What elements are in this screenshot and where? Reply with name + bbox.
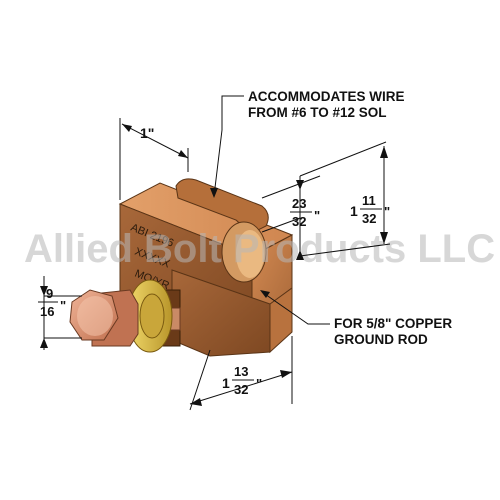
dim-bolt-numerator: 9 — [46, 286, 53, 301]
ground-rod-hole-inner — [236, 230, 264, 278]
dim-length-numerator: 13 — [234, 364, 248, 379]
dim-length-unit: " — [256, 376, 262, 391]
dim-height-denominator: 32 — [362, 211, 376, 226]
clamp-lower-right-face — [269, 287, 293, 354]
dim-groove-numerator: 23 — [292, 196, 306, 211]
dimension-lines — [40, 95, 391, 411]
rod-callout-line-2: GROUND ROD — [334, 332, 428, 347]
dim-groove-unit: " — [314, 208, 320, 223]
bolt-head-chamfer — [77, 296, 113, 336]
dim-height-numerator: 11 — [362, 193, 376, 208]
dim-groove-denominator: 32 — [292, 214, 306, 229]
dim-height-unit: " — [384, 204, 390, 219]
watermark: Allied Bolt Products LLC — [24, 227, 495, 271]
dim-length-whole: 1 — [222, 375, 230, 391]
dim-bolt-unit: " — [60, 298, 66, 313]
dim-length-denominator: 32 — [234, 382, 248, 397]
dim-bolt-denominator: 16 — [40, 304, 54, 319]
wire-callout-line-1: ACCOMMODATES WIRE — [248, 89, 405, 104]
clamp-body — [118, 178, 294, 357]
wire-callout-line-2: FROM #6 TO #12 SOL — [248, 105, 387, 120]
dimension-labels: 1" 23 32 " 1 11 32 " 9 16 " 1 13 32 " — [38, 125, 390, 397]
callout-labels: ACCOMMODATES WIRE FROM #6 TO #12 SOL FOR… — [248, 89, 452, 347]
dim-top-width: 1" — [140, 125, 154, 141]
bolt-assembly — [69, 279, 181, 353]
washer-inner — [139, 293, 165, 339]
rod-callout-line-1: FOR 5/8" COPPER — [334, 316, 452, 331]
dim-height-whole: 1 — [350, 203, 358, 219]
